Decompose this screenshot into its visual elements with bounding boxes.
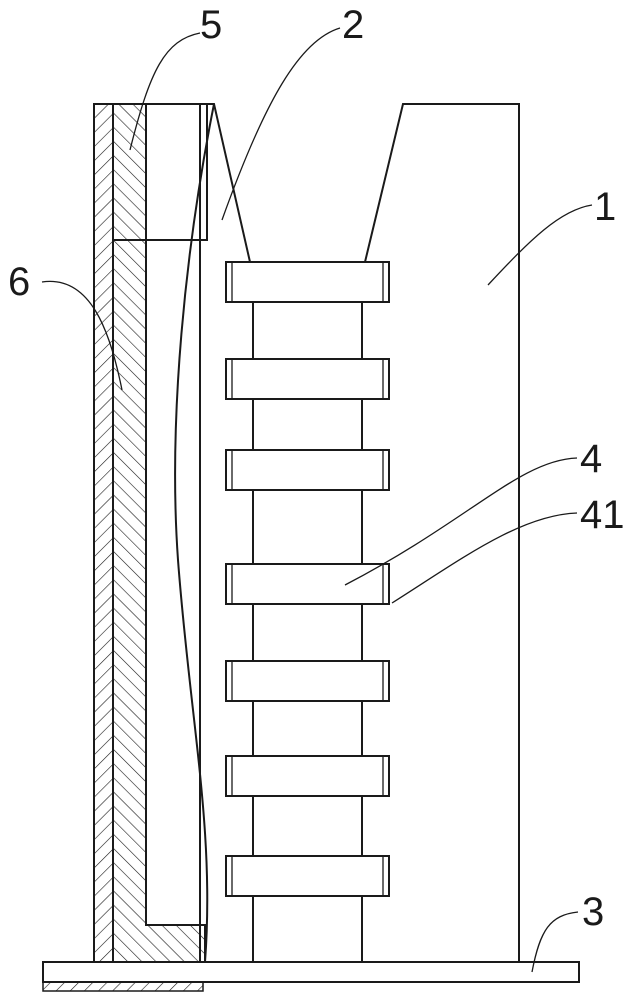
inner-channel [146,240,205,925]
ring [226,756,389,796]
main-body [200,104,519,962]
leader-line-41 [392,513,577,603]
label-5: 5 [200,3,222,47]
ring [226,450,389,490]
inner-hatched-liner [113,104,205,962]
label-41: 41 [580,493,625,537]
label-1: 1 [594,185,616,229]
leader-line-1 [488,205,592,285]
ring [226,856,389,896]
base-plate [43,962,579,982]
outer-hatched-wall [94,104,113,962]
leader-line-2 [222,28,340,220]
label-3: 3 [582,890,604,934]
label-4: 4 [580,437,602,481]
label-2: 2 [342,3,364,47]
curved-liner-edge [175,104,214,962]
ring [226,359,389,399]
base-plate-hatched-strip [43,982,203,991]
ring [226,661,389,701]
ring [226,564,389,604]
label-6: 6 [8,260,30,304]
rings [226,262,389,896]
ring [226,262,389,302]
